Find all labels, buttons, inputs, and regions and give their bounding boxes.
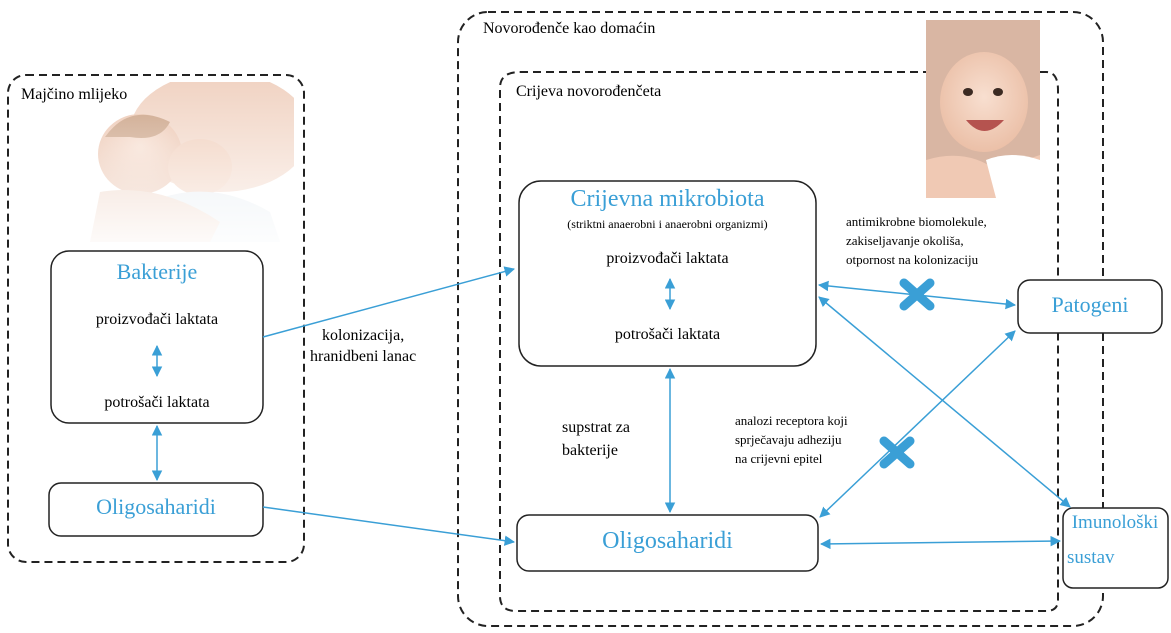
receptor-label-line2: sprječavaju adheziju (735, 432, 842, 447)
antimicrobial-label-line3: otpornost na kolonizaciju (846, 252, 979, 267)
arrow-oligo-pathogens (819, 330, 1016, 518)
microbiota-title: Crijevna mikrobiota (570, 186, 765, 212)
gut-microbiota-box (518, 180, 817, 367)
gut-producers-label: proizvođači laktata (606, 250, 729, 267)
milk-consumers-label: potrošači laktata (104, 394, 210, 411)
arrow-oligo-immune (819, 535, 1062, 550)
microbiota-subtitle: (striktni anaerobni i anaerobni organizm… (567, 217, 768, 231)
newborn-gut-label: Crijeva novorođenčeta (516, 83, 662, 100)
arrow-oligo-transfer (262, 506, 516, 546)
maternal-milk-label: Majčino mlijeko (21, 86, 128, 103)
pathogens-title: Patogeni (1051, 292, 1129, 317)
newborn-host-label: Novorođenče kao domaćin (483, 20, 656, 37)
arrow-microbiota-immune (818, 296, 1071, 508)
receptor-label-line1: analozi receptora koji (735, 413, 848, 428)
colonization-label-line1: kolonizacija, (322, 327, 405, 344)
breastfeeding-photo (70, 82, 294, 242)
substrate-label-line1: supstrat za (562, 419, 630, 436)
milk-producers-label: proizvođači laktata (95, 311, 219, 328)
receptor-label-line3: na crijevni epitel (735, 451, 823, 466)
immune-title-line2: sustav (1067, 547, 1115, 568)
substrate-label-line2: bakterije (562, 442, 618, 459)
milk-oligosaccharides-box (48, 482, 264, 537)
maternal-milk-region (7, 74, 305, 563)
milk-bacteria-title: Bakterije (116, 259, 198, 284)
gut-oligo-title: Oligosaharidi (602, 528, 733, 554)
newborn-gut-region (499, 71, 1059, 612)
blue-x-block-icon (879, 436, 915, 469)
blue-x-block-icon (899, 278, 935, 311)
immune-title-line1: Imunološki (1071, 512, 1159, 533)
colonization-label-line2: hranidbeni lanac (310, 348, 417, 365)
immune-system-box (1062, 507, 1169, 589)
milk-oligo-title: Oligosaharidi (96, 494, 216, 519)
arrow-colonization (262, 266, 516, 338)
smiling-baby-photo (926, 20, 1040, 198)
antimicrobial-label-line2: zakiseljavanje okoliša, (846, 233, 964, 248)
antimicrobial-label-line1: antimikrobne biomolekule, (846, 214, 987, 229)
gut-consumers-label: potrošači laktata (614, 326, 721, 343)
newborn-host-region (457, 11, 1104, 627)
gut-oligosaccharides-box (516, 514, 819, 572)
